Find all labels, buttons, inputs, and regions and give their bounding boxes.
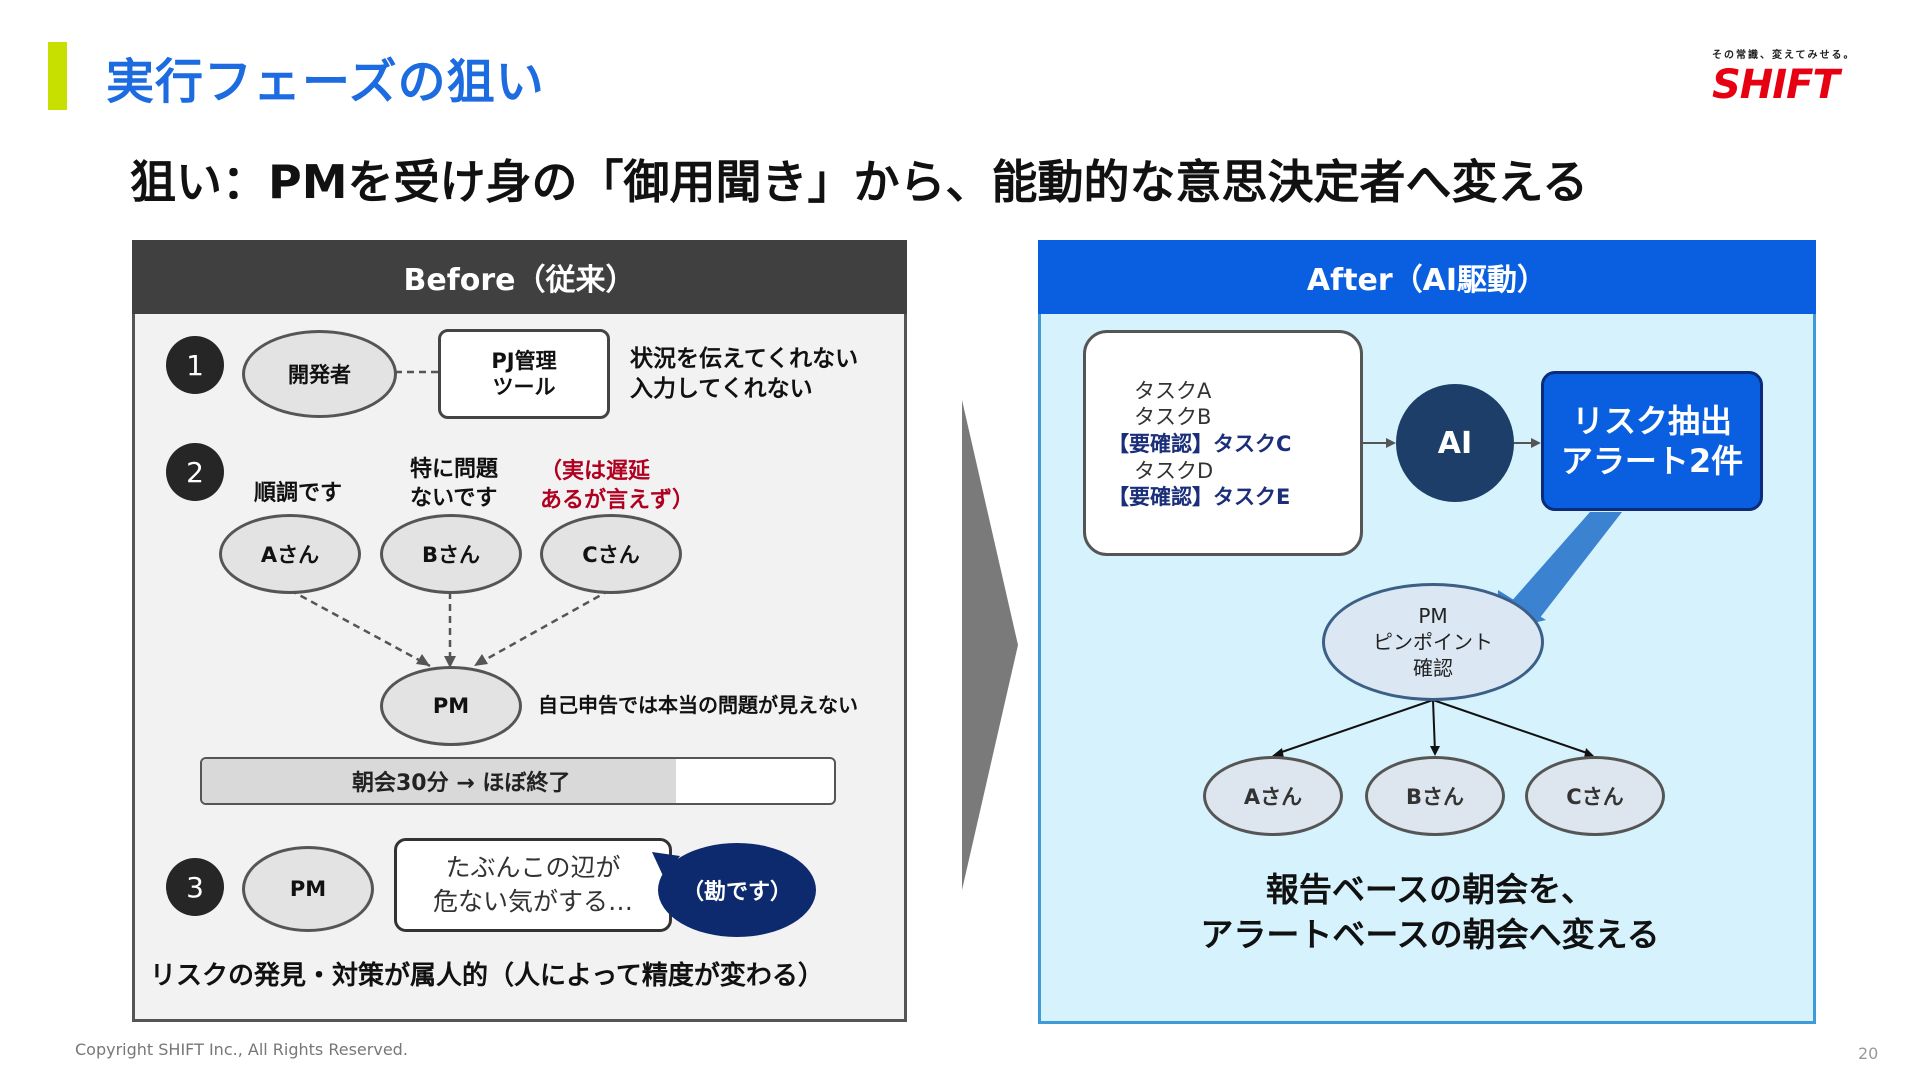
ai-to-alert-arrowhead: [1531, 438, 1541, 448]
pj-tool-box: PJ管理 ツール: [438, 329, 610, 419]
a-to-pm-arrow: [289, 588, 431, 668]
morning-meeting-bar: 朝会30分 → ほぼ終了: [200, 757, 836, 805]
task-item: タスクA: [1134, 379, 1212, 403]
after-member-b-ellipse: Bさん: [1365, 756, 1505, 836]
step-1-issue: 状況を伝えてくれない 入力してくれない: [630, 346, 859, 402]
tasks-to-ai-arrowhead: [1386, 438, 1396, 448]
member-a-ellipse: Aさん: [219, 514, 361, 594]
after-heading: After（AI駆動）: [1038, 240, 1816, 314]
title-accent-bar: [48, 42, 67, 110]
pm-note: 自己申告では本当の問題が見えない: [538, 693, 858, 717]
hunch-bubble: （勘です）: [658, 843, 816, 937]
transition-chevron-arrow: [962, 400, 1018, 890]
step-1-badge: 1: [166, 336, 224, 394]
step-2-badge: 2: [166, 443, 224, 501]
member-b-ellipse: Bさん: [380, 514, 522, 594]
pm-to-a-line: [1275, 699, 1434, 755]
step-3-badge: 3: [166, 858, 224, 916]
after-conclusion: 報告ベースの朝会を、 アラートベースの朝会へ変える: [1200, 870, 1660, 954]
pm-to-a-arrowhead: [1272, 748, 1284, 758]
c-to-pm-arrow: [473, 588, 611, 668]
task-item: タスクB: [1134, 405, 1212, 429]
before-heading: Before（従来）: [132, 240, 907, 314]
logo-tagline: その常識、変えてみせる。: [1712, 50, 1856, 61]
a-to-pm-arrowhead: [416, 654, 430, 666]
pm-to-c-line: [1432, 699, 1591, 755]
speech-bubble-tail: [652, 852, 680, 878]
after-member-c-ellipse: Cさん: [1525, 756, 1665, 836]
morning-meeting-bar-fill: [202, 759, 676, 803]
b-to-pm-arrowhead: [444, 656, 456, 668]
task-list-box: タスクA タスクB 【要確認】タスクC タスクD 【要確認】タスクE: [1083, 330, 1363, 556]
morning-meeting-label: 朝会30分 → ほぼ終了: [352, 771, 571, 796]
quote-b: 特に問題 ないです: [410, 457, 499, 511]
member-c-ellipse: Cさん: [540, 514, 682, 594]
pm-to-b-line: [1432, 699, 1436, 753]
ai-circle: AI: [1396, 384, 1514, 502]
page-title: 実行フェーズの狙い: [106, 54, 545, 110]
pm-to-c-arrowhead: [1584, 748, 1594, 758]
copyright: Copyright SHIFT Inc., All Rights Reserve…: [75, 1040, 408, 1059]
quote-a: 順調です: [254, 481, 343, 506]
shift-logo: SHIFT: [1712, 62, 1840, 108]
pm-pinpoint-ellipse: PM ピンポイント 確認: [1322, 583, 1544, 701]
developer-ellipse: 開発者: [242, 330, 397, 418]
page-number: 20: [1858, 1044, 1879, 1063]
pm-to-b-arrowhead: [1430, 746, 1440, 756]
after-member-a-ellipse: Aさん: [1203, 756, 1343, 836]
c-to-pm-arrowhead: [474, 654, 488, 666]
task-item: タスクD: [1134, 459, 1214, 483]
pm-speech-bubble: たぶんこの辺が 危ない気がする…: [394, 838, 672, 932]
pm-ellipse: PM: [380, 666, 522, 746]
before-summary: リスクの発見・対策が属人的（人によって精度が変わる）: [150, 961, 824, 991]
risk-alert-box: リスク抽出 アラート2件: [1541, 371, 1763, 511]
alert-to-pm-arrow: [1502, 512, 1622, 628]
task-item-flagged: 【要確認】タスクC: [1108, 432, 1292, 456]
task-item-flagged: 【要確認】タスクE: [1108, 485, 1291, 509]
quote-c: （実は遅延 あるが言えず）: [540, 459, 695, 513]
slide-subtitle: 狙い：PMを受け身の「御用聞き」から、能動的な意思決定者へ変える: [130, 155, 1589, 209]
pm-ellipse-step3: PM: [242, 846, 374, 932]
